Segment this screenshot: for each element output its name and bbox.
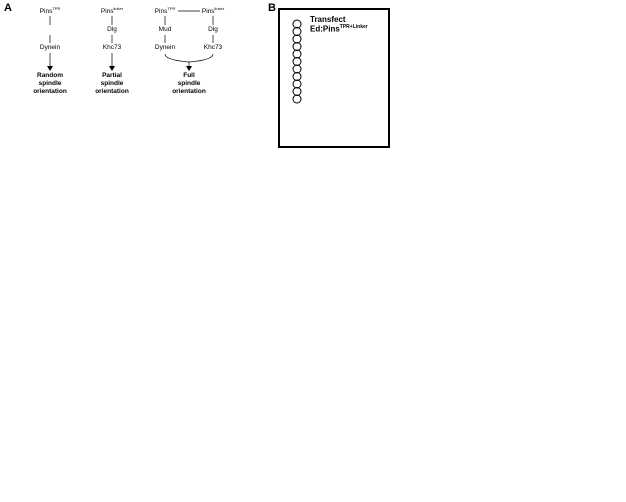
tpr-helix-loop [292,79,302,89]
tpr-helix-loop [292,42,302,51]
sup: TPR+Linker [339,24,368,30]
tpr-helix-loop [292,49,302,59]
transfect-title-1: Transfect [310,15,346,24]
random-orientation-line3: orientation [33,88,67,95]
panel-a-letter: A [4,2,12,14]
transfect-title-2: Ed:PinsTPR+Linker [310,24,368,34]
full-orientation-line2: spindle [177,80,201,87]
tpr-helix-loop [292,57,302,66]
pins-text: Pins [154,8,168,16]
full-orientation-line1: Full [183,72,195,79]
pins-linker-label: Pinslinker [92,6,132,16]
tpr-helix-loop [292,87,302,96]
title-text: Ed:Pins [310,24,340,34]
full-orientation-line3: orientation [172,88,206,95]
transfect-pins-box: Transfect Ed:PinsTPR+Linker [278,8,390,148]
partial-orientation-line3: orientation [95,88,129,95]
sup: linker [214,6,225,11]
pins-text: Pins [39,8,53,16]
partial-orientation-line2: spindle [100,80,124,87]
dynein-label-2: Dynein [154,44,176,51]
tpr-helix-loop [292,72,302,81]
arrow-head [186,66,192,71]
tpr-helix-loop [292,34,302,44]
dlg-label: Dlg [107,26,117,33]
pins-tpr-label-2: PinsTPR [150,6,180,16]
random-orientation-line1: Random [37,72,63,79]
tpr-helix-loop [292,27,302,36]
partial-orientation-line1: Partial [102,72,122,79]
tpr-helix-coil [292,19,302,104]
tpr-helix-loop [292,19,302,29]
brace [164,53,214,63]
sup: TPR [52,6,61,11]
pins-linker-label-2: Pinslinker [198,6,228,16]
panel-b-letter: B [268,2,276,14]
dlg-label-2: Dlg [208,26,218,33]
arrow-head [47,66,53,71]
sup: linker [113,6,124,11]
khc73-label: Khc73 [102,44,122,51]
pins-text: Pins [201,8,215,16]
arrow-head [109,66,115,71]
pins-tpr-label: PinsTPR [30,6,70,16]
tpr-helix-loop [292,94,302,104]
dynein-label: Dynein [39,44,61,51]
pins-text: Pins [100,8,114,16]
mud-label-2: Mud [158,26,172,33]
sup: TPR [167,6,176,11]
tpr-helix-loop [292,64,302,74]
khc73-label-2: Khc73 [203,44,223,51]
random-orientation-line2: spindle [38,80,62,87]
